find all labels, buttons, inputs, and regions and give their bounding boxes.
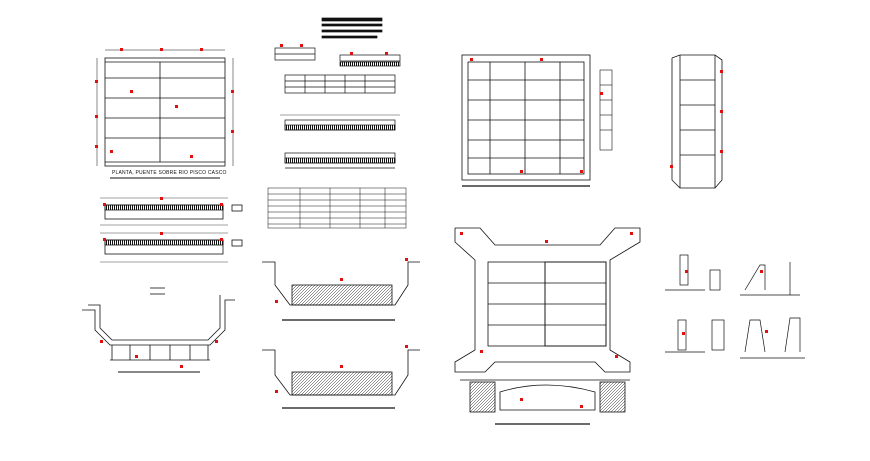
bridge-markers xyxy=(460,232,633,408)
retaining-details-bottom xyxy=(665,317,805,359)
beam-elevation-2 xyxy=(284,152,396,169)
scale-bar-icon xyxy=(150,287,165,295)
abutment-elevation-1 xyxy=(262,261,420,321)
detail-top-markers xyxy=(280,44,388,55)
bridge-elevation-foundation xyxy=(460,379,630,425)
deck-side-details xyxy=(599,69,613,151)
plan-deck-markers xyxy=(95,48,234,158)
girder-section-2 xyxy=(100,232,243,263)
deck-markers xyxy=(470,58,603,173)
side-elevation xyxy=(671,54,723,189)
detail-top-center xyxy=(274,17,401,94)
abutment-markers xyxy=(100,340,218,368)
center-markers xyxy=(275,258,408,393)
retaining-details-top xyxy=(665,254,800,296)
beam-elevation-1 xyxy=(280,114,400,131)
plan-deck-drawing xyxy=(96,49,234,167)
reinforcement-table xyxy=(267,187,407,229)
girder-markers xyxy=(103,197,223,241)
detail-right-markers xyxy=(682,270,768,335)
plan-deck-caption: PLANTA, PUENTE SOBRE RIO PISCO CASCO xyxy=(112,170,227,176)
abutment-section xyxy=(82,295,235,361)
side-markers xyxy=(670,70,723,168)
abutment-elevation-2 xyxy=(262,349,420,409)
deck-framing-plan xyxy=(461,54,591,187)
girder-section-1 xyxy=(100,197,243,226)
bridge-plan-wingwalls xyxy=(454,227,641,373)
